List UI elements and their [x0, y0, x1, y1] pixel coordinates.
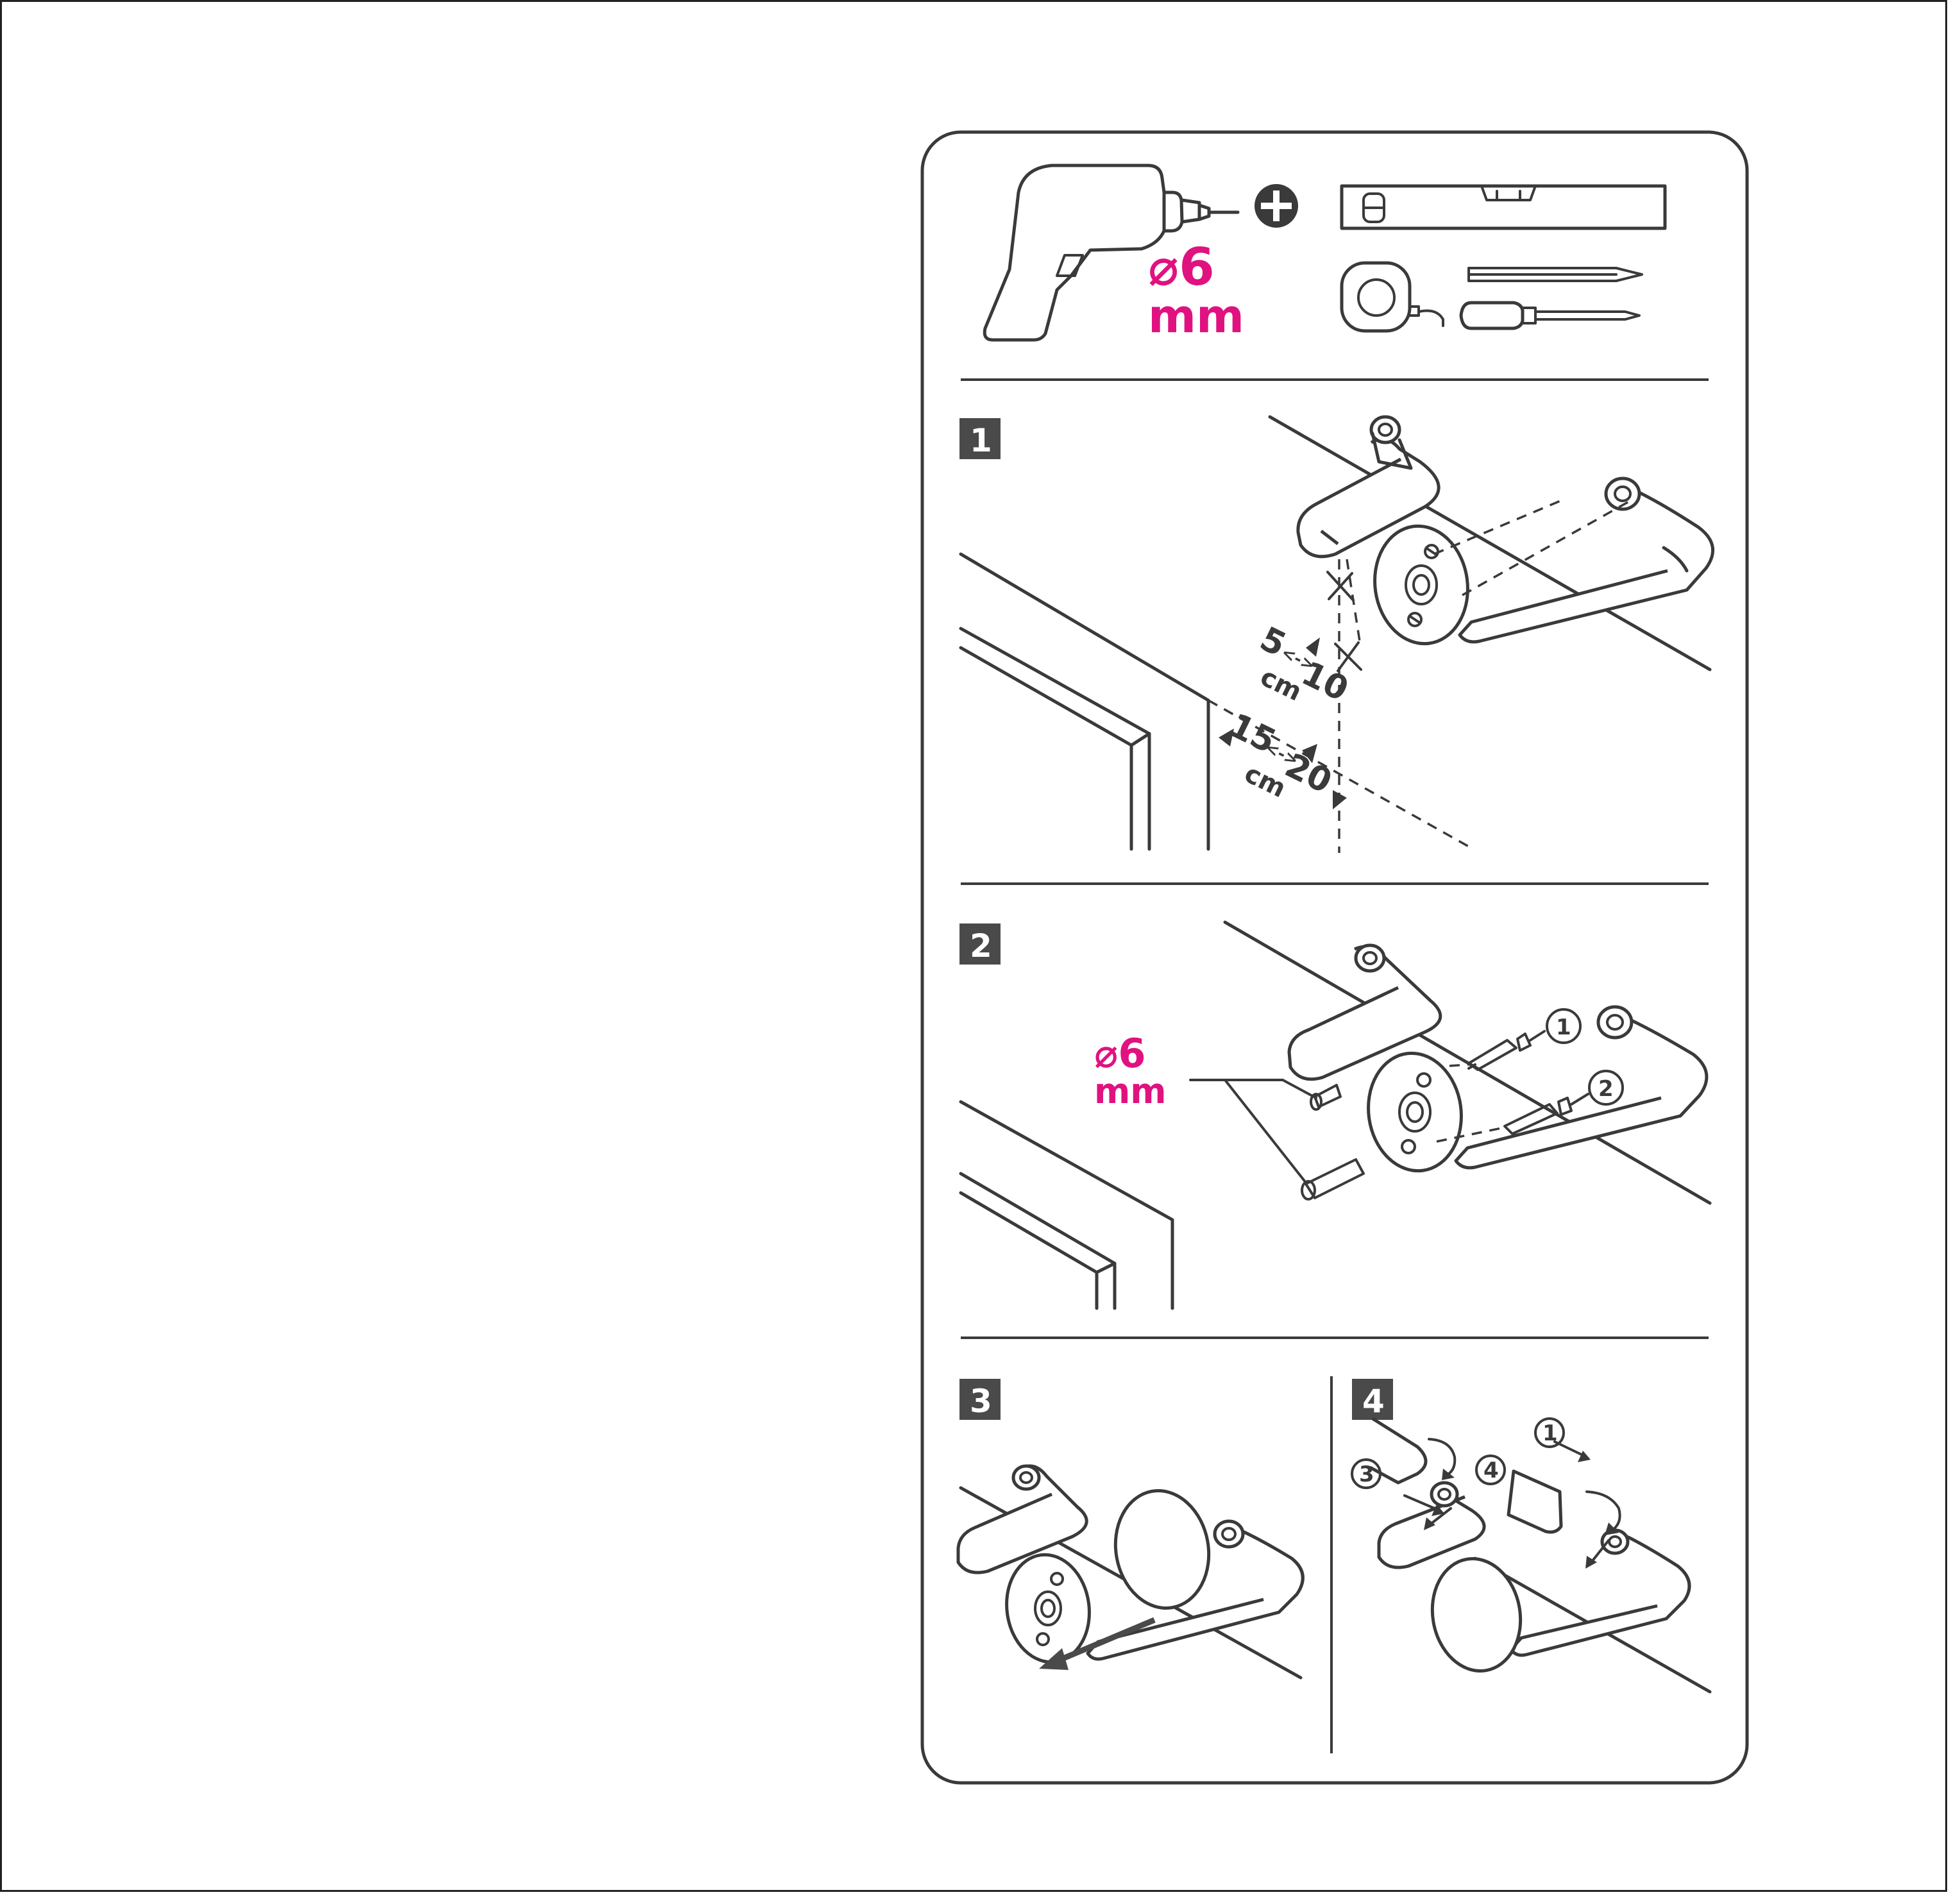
instruction-panel — [920, 130, 1749, 1785]
step-4-badge: 4 — [1352, 1379, 1393, 1420]
pencil-icon — [1467, 267, 1643, 282]
callout-1: 1 — [1534, 1417, 1565, 1448]
tools-section: ⌀6 mm — [983, 164, 1667, 343]
screw-2 — [1503, 1097, 1573, 1135]
step-1-badge: 1 — [959, 418, 1001, 459]
screwdriver-icon — [1459, 301, 1641, 330]
wall-plug-lower — [1301, 1158, 1365, 1201]
towel-holder-illustration — [1296, 415, 1715, 646]
svg-text:1: 1 — [1542, 1421, 1558, 1446]
screw-1 — [1467, 1033, 1532, 1071]
door-frame — [959, 1100, 1174, 1310]
step-2-panel: 2 — [959, 920, 1712, 1310]
callout-1: 1 — [1546, 1008, 1582, 1044]
step-3-badge: 3 — [959, 1379, 1001, 1420]
drill-icon — [983, 164, 1240, 342]
svg-text:1: 1 — [970, 422, 992, 459]
wall-plug-upper — [1310, 1084, 1342, 1111]
callout-4: 4 — [1475, 1454, 1506, 1485]
svg-text:4: 4 — [1362, 1383, 1385, 1420]
svg-text:mm: mm — [1094, 1071, 1167, 1111]
svg-text:2: 2 — [970, 927, 992, 965]
svg-text:⌀6: ⌀6 — [1148, 237, 1215, 297]
step-3-panel: 3 — [956, 1379, 1305, 1680]
svg-text:4: 4 — [1483, 1458, 1499, 1483]
towel-holder-illustration — [956, 1464, 1305, 1664]
callout-3: 3 — [1351, 1458, 1381, 1489]
svg-text:3: 3 — [1359, 1462, 1374, 1487]
slide-arrow-icon — [1039, 1617, 1156, 1670]
svg-text:mm: mm — [1148, 289, 1244, 343]
callout-2: 2 — [1588, 1070, 1624, 1106]
step-4-panel: 4 — [1351, 1379, 1712, 1694]
step-2-badge: 2 — [959, 923, 1001, 965]
towel-holder-illustration — [1287, 943, 1709, 1173]
step-2-drill-diameter: ⌀6 mm — [1094, 1030, 1167, 1111]
svg-text:2: 2 — [1598, 1076, 1614, 1102]
svg-text:1: 1 — [1556, 1015, 1571, 1040]
svg-text:3: 3 — [970, 1383, 992, 1420]
spirit-level-icon — [1340, 184, 1667, 230]
drill-diameter-label: ⌀6 mm — [1148, 237, 1244, 343]
plus-icon — [1255, 184, 1298, 228]
tape-measure-icon — [1340, 261, 1444, 333]
svg-text:⌀6: ⌀6 — [1094, 1030, 1145, 1077]
step-1-guides — [1208, 498, 1630, 853]
